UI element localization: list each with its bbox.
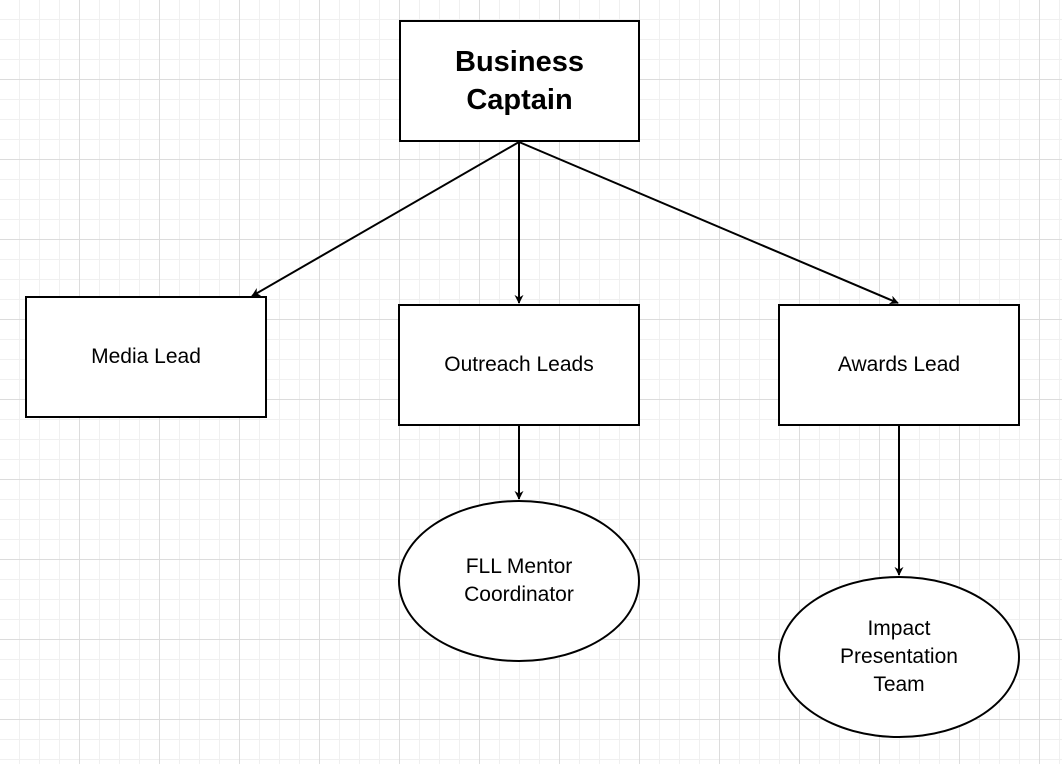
node-label: Business Captain (455, 46, 584, 116)
node-fll-mentor-coordinator[interactable]: FLL Mentor Coordinator (398, 500, 640, 662)
node-label: Impact Presentation Team (840, 617, 958, 696)
node-business-captain[interactable]: Business Captain (399, 20, 640, 142)
node-label: Media Lead (91, 345, 201, 368)
node-label: Awards Lead (837, 353, 961, 376)
node-awards-lead[interactable]: Awards Lead (778, 304, 1020, 426)
edge-captain-to-media[interactable] (251, 141, 520, 297)
node-label: FLL Mentor Coordinator (464, 555, 574, 606)
node-outreach-leads[interactable]: Outreach Leads (398, 304, 640, 426)
node-media-lead[interactable]: Media Lead (25, 296, 267, 418)
node-label: Outreach Leads (444, 353, 594, 376)
edge-captain-to-awards[interactable] (518, 141, 899, 304)
node-impact-presentation-team[interactable]: Impact Presentation Team (778, 576, 1020, 738)
